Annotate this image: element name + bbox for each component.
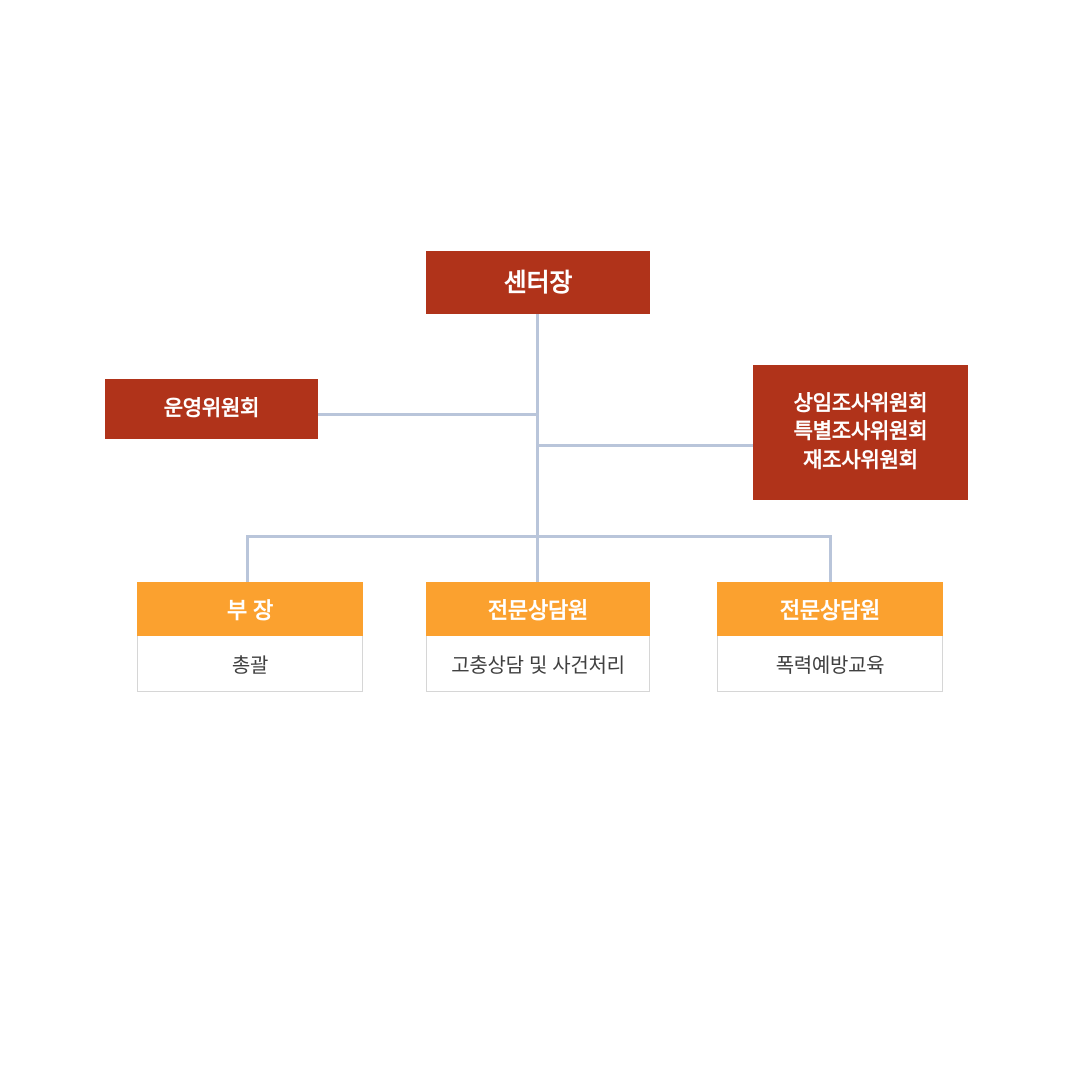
investigation-committees-line-3: 재조사위원회	[803, 448, 918, 472]
counselor-prevention-duty: 폭력예방교육	[717, 635, 943, 692]
center-director-title: 센터장	[503, 268, 573, 297]
steering-committee-title: 운영위원회	[163, 396, 260, 420]
department-head-role: 부 장	[137, 582, 363, 636]
counselor-grievance-role: 전문상담원	[426, 582, 650, 636]
connector-trunk-from-director	[536, 314, 539, 582]
counselor-grievance-duty: 고충상담 및 사건처리	[426, 635, 650, 692]
connector-branch-to-investigation-committees	[536, 444, 755, 447]
node-investigation-committees[interactable]: 상임조사위원회 특별조사위원회 재조사위원회	[753, 365, 968, 500]
node-department-head[interactable]: 부 장 총괄	[137, 582, 363, 692]
connector-branch-to-steering-committee	[318, 413, 539, 416]
investigation-committees-line-2: 특별조사위원회	[793, 420, 928, 444]
node-counselor-grievance[interactable]: 전문상담원 고충상담 및 사건처리	[426, 582, 650, 692]
investigation-committees-line-1: 상임조사위원회	[793, 391, 928, 415]
node-counselor-prevention[interactable]: 전문상담원 폭력예방교육	[717, 582, 943, 692]
connector-distribution-bus	[246, 535, 832, 538]
node-steering-committee[interactable]: 운영위원회	[105, 379, 318, 439]
department-head-duty: 총괄	[137, 635, 363, 692]
connector-drop-to-department-head	[246, 535, 249, 582]
node-center-director[interactable]: 센터장	[426, 251, 650, 314]
connector-drop-to-counselor-prevention	[829, 535, 832, 582]
counselor-prevention-role: 전문상담원	[717, 582, 943, 636]
